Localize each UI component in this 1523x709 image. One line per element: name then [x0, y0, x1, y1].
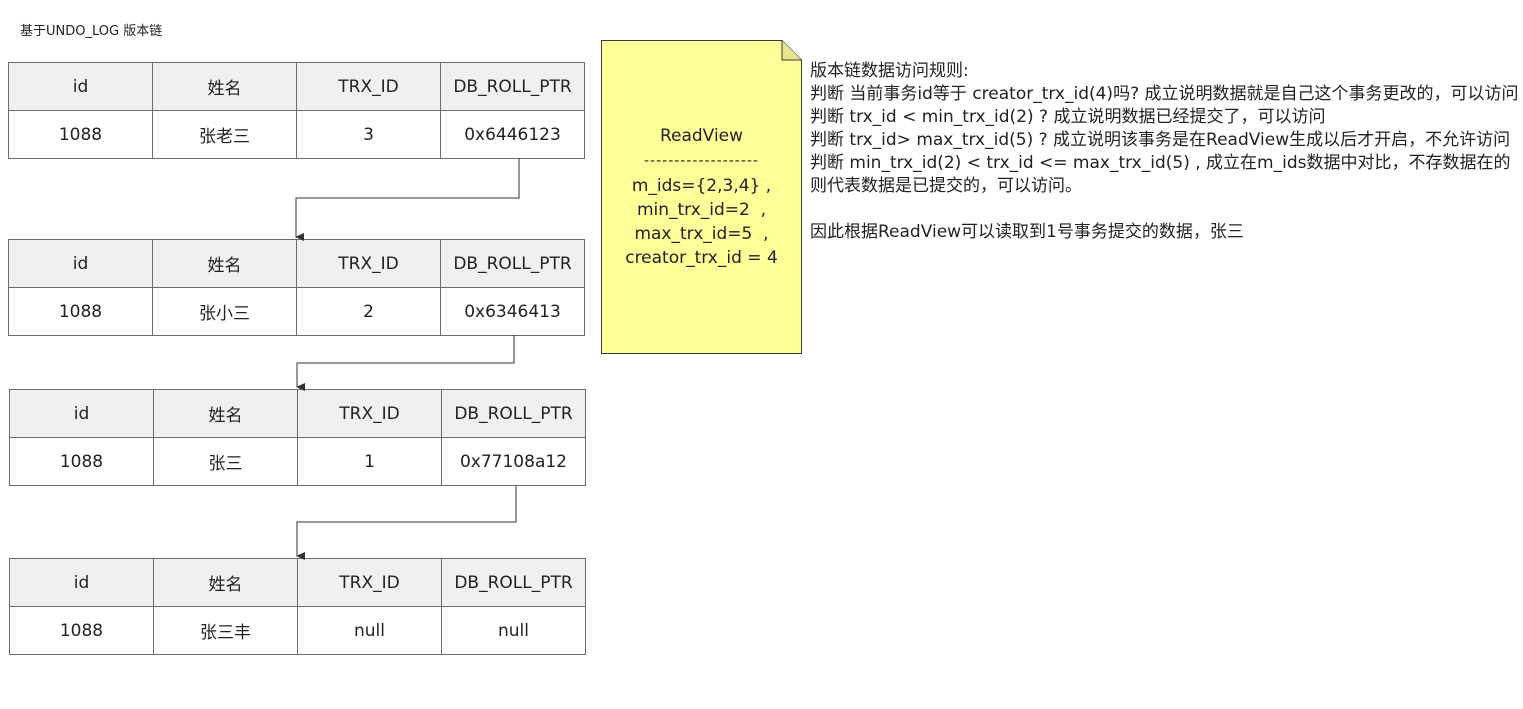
cell-roll-ptr: 0x77108a12: [441, 437, 586, 486]
readview-max-trx-id: max_trx_id=5 ,: [634, 224, 769, 244]
rule-item: 判断 min_trx_id(2) < trx_id <= max_trx_id(…: [810, 153, 1511, 196]
cell-id: 1088: [8, 287, 153, 336]
header-cell-trx-id: TRX_ID: [296, 62, 441, 111]
header-cell-roll-ptr: DB_ROLL_PTR: [441, 558, 586, 607]
header-cell-name: 姓名: [153, 389, 298, 438]
readview-note: ReadView ------------------- m_ids={2,3,…: [601, 40, 802, 354]
cell-name: 张老三: [152, 110, 297, 159]
cell-name: 张三丰: [153, 606, 298, 655]
connector-arrow-1-to-2: [295, 158, 520, 241]
table-row: 1088 张老三 3 0x6446123: [8, 110, 585, 159]
header-cell-name: 姓名: [153, 558, 298, 607]
cell-trx-id: 2: [296, 287, 441, 336]
table-row: 1088 张三丰 null null: [9, 606, 586, 655]
table-row: 1088 张三 1 0x77108a12: [9, 437, 586, 486]
header-cell-trx-id: TRX_ID: [296, 239, 441, 288]
header-cell-name: 姓名: [152, 239, 297, 288]
version-table-1: id 姓名 TRX_ID DB_ROLL_PTR 1088 张老三 3 0x64…: [8, 62, 585, 159]
rules-conclusion: 因此根据ReadView可以读取到1号事务提交的数据，张三: [810, 222, 1244, 242]
header-cell-roll-ptr: DB_ROLL_PTR: [440, 62, 585, 111]
cell-roll-ptr: null: [441, 606, 586, 655]
header-cell-id: id: [8, 239, 153, 288]
note-shape: [601, 40, 802, 354]
header-cell-id: id: [9, 389, 154, 438]
connector-arrow-3-to-4: [296, 486, 517, 560]
header-cell-trx-id: TRX_ID: [297, 558, 442, 607]
cell-roll-ptr: 0x6446123: [440, 110, 585, 159]
diagram-title: 基于UNDO_LOG 版本链: [20, 24, 163, 39]
version-table-2: id 姓名 TRX_ID DB_ROLL_PTR 1088 张小三 2 0x63…: [8, 239, 585, 336]
table-header-row: id 姓名 TRX_ID DB_ROLL_PTR: [9, 558, 586, 607]
cell-trx-id: 1: [297, 437, 442, 486]
table-header-row: id 姓名 TRX_ID DB_ROLL_PTR: [9, 389, 586, 438]
header-cell-id: id: [9, 558, 154, 607]
cell-name: 张三: [153, 437, 298, 486]
connector-arrow-2-to-3: [296, 335, 515, 391]
cell-id: 1088: [8, 110, 153, 159]
readview-creator-trx-id: creator_trx_id = 4: [625, 248, 778, 268]
rule-item: 判断 trx_id> max_trx_id(5) ? 成立说明该事务是在Read…: [810, 130, 1511, 150]
version-table-4: id 姓名 TRX_ID DB_ROLL_PTR 1088 张三丰 null n…: [9, 558, 586, 655]
readview-m-ids: m_ids={2,3,4} ,: [631, 176, 772, 196]
header-cell-trx-id: TRX_ID: [297, 389, 442, 438]
table-header-row: id 姓名 TRX_ID DB_ROLL_PTR: [8, 62, 585, 111]
version-table-3: id 姓名 TRX_ID DB_ROLL_PTR 1088 张三 1 0x771…: [9, 389, 586, 486]
readview-title: ReadView: [659, 126, 744, 146]
access-rules: 版本链数据访问规则: 判断 当前事务id等于 creator_trx_id(4)…: [810, 60, 1520, 244]
cell-id: 1088: [9, 437, 154, 486]
cell-trx-id: 3: [296, 110, 441, 159]
header-cell-roll-ptr: DB_ROLL_PTR: [441, 389, 586, 438]
cell-trx-id: null: [297, 606, 442, 655]
table-row: 1088 张小三 2 0x6346413: [8, 287, 585, 336]
rule-item: 判断 trx_id < min_trx_id(2) ? 成立说明数据已经提交了，…: [810, 107, 1326, 127]
rule-item: 判断 当前事务id等于 creator_trx_id(4)吗? 成立说明数据就是…: [810, 84, 1519, 104]
header-cell-name: 姓名: [152, 62, 297, 111]
readview-separator: -------------------: [644, 153, 759, 169]
readview-min-trx-id: min_trx_id=2 ,: [636, 200, 767, 220]
cell-name: 张小三: [152, 287, 297, 336]
cell-roll-ptr: 0x6346413: [440, 287, 585, 336]
rules-heading: 版本链数据访问规则:: [810, 61, 969, 81]
